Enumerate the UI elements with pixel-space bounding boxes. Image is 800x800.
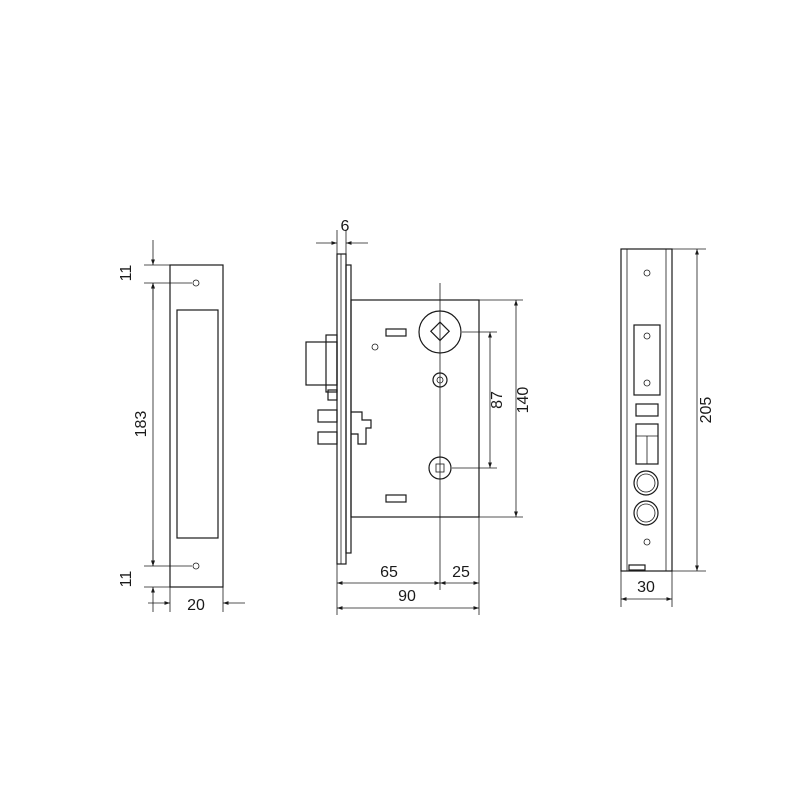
cylinder-hole: [428, 456, 452, 480]
strike-plate-view: 11 183 11 20: [118, 240, 245, 614]
auxiliary-latch-top: [317, 409, 338, 423]
lock-faceplate: [336, 253, 347, 565]
backset-label: 65: [380, 564, 398, 581]
case-middle-screw: [432, 372, 448, 388]
strike-top-offset-label: 11: [118, 265, 135, 282]
front-height-label: 205: [698, 397, 715, 424]
strike-plate-opening: [176, 309, 219, 539]
latch-bolt: [305, 341, 338, 386]
strike-width-label: 20: [187, 597, 205, 614]
front-plate-outline: [620, 248, 673, 572]
lock-case: [350, 299, 480, 518]
front-screw-hole-bottom: [643, 538, 651, 546]
case-front-label: 25: [452, 564, 470, 581]
latch-lever: [351, 411, 372, 445]
case-screw-hole: [371, 343, 379, 351]
slot-bottom: [385, 494, 407, 503]
auxiliary-latch-bottom: [317, 431, 338, 445]
case-height-label: 140: [515, 387, 532, 414]
spindle-square-icon: [429, 321, 451, 342]
faceplate-front-view: 205 30: [620, 248, 715, 607]
strike-bottom-offset-label: 11: [118, 571, 135, 588]
slot-top: [385, 328, 407, 337]
lock-body-view: 6 87 140 65 25 90: [305, 218, 532, 615]
latch-opening: [633, 324, 661, 396]
front-screw-hole-top: [643, 269, 651, 277]
front-auxiliary-slot: [635, 403, 659, 417]
strike-plate-outline: [169, 264, 224, 588]
faceplate-thickness-label: 6: [341, 218, 350, 235]
front-width-label: 30: [637, 579, 655, 596]
screw-hole-top: [192, 279, 200, 287]
center-spacing-label: 87: [489, 391, 506, 409]
screw-hole-bottom: [192, 562, 200, 570]
front-round-hole-bottom: [633, 500, 659, 526]
case-depth-label: 90: [398, 588, 416, 605]
strike-height-label: 183: [133, 411, 150, 438]
front-round-hole-top: [633, 470, 659, 496]
